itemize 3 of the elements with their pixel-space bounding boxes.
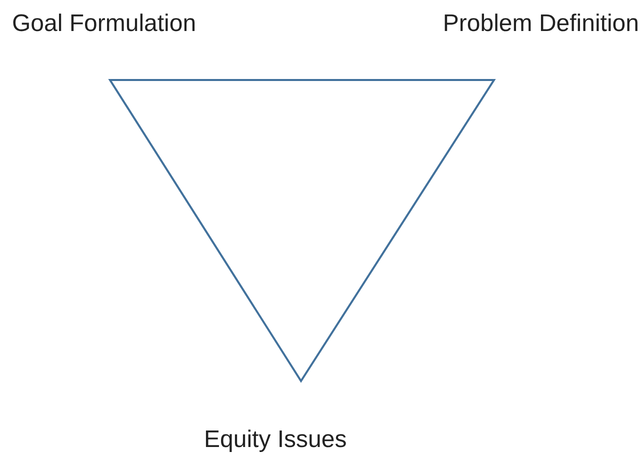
vertex-label: Goal Formulation [12,10,196,39]
vertex-label: Problem Definition [442,10,639,39]
vertex-label: Equity Issues [204,426,347,455]
